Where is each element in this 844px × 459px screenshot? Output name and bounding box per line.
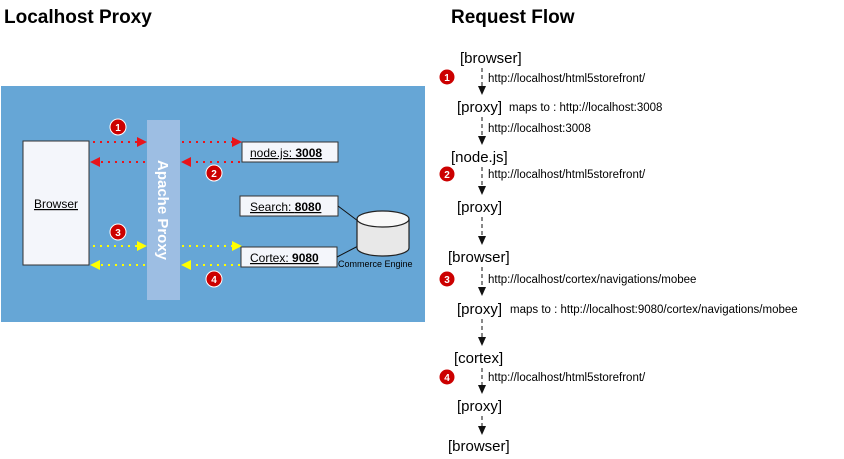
request-flow-title: Request Flow bbox=[451, 7, 575, 28]
flow-node-proxy-3: [proxy] bbox=[457, 301, 502, 318]
svg-text:3: 3 bbox=[444, 275, 450, 286]
flow-node-browser-1: [browser] bbox=[460, 50, 522, 67]
apache-proxy-label: Apache Proxy bbox=[154, 160, 171, 261]
step-badge-4: 4 bbox=[205, 270, 223, 288]
cortex-box: Cortex: 9080 bbox=[240, 246, 338, 268]
flow-node-browser-3: [browser] bbox=[448, 438, 510, 455]
flow-node-cortex: [cortex] bbox=[454, 350, 503, 367]
search-box: Search: 8080 bbox=[239, 195, 339, 217]
svg-text:3: 3 bbox=[115, 228, 121, 239]
step-badge-3: 3 bbox=[109, 223, 127, 241]
svg-text:1: 1 bbox=[115, 123, 121, 134]
flow-map-nodejs: maps to : http://localhost:3008 bbox=[509, 102, 662, 114]
flow-url-1: http://localhost/html5storefront/ bbox=[488, 73, 646, 85]
apache-proxy-bar: Apache Proxy bbox=[147, 120, 180, 300]
cortex-box-label: Cortex: 9080 bbox=[250, 251, 319, 265]
step-badge-2: 2 bbox=[205, 164, 223, 182]
flow-node-proxy-2: [proxy] bbox=[457, 199, 502, 216]
flow-badge-3: 3 bbox=[438, 270, 456, 288]
svg-text:2: 2 bbox=[444, 170, 450, 181]
flow-url-3: http://localhost/cortex/navigations/mobe… bbox=[488, 274, 696, 286]
commerce-engine-label: Commerce Engine bbox=[338, 259, 413, 269]
flow-url-2: http://localhost/html5storefront/ bbox=[488, 169, 646, 181]
flow-url-nodejs: http://localhost:3008 bbox=[488, 123, 591, 135]
browser-box: Browser bbox=[22, 140, 90, 266]
flow-badge-2: 2 bbox=[438, 165, 456, 183]
search-box-label: Search: 8080 bbox=[250, 200, 322, 214]
localhost-proxy-title: Localhost Proxy bbox=[4, 7, 152, 28]
flow-arrows bbox=[478, 68, 486, 435]
step-badge-1: 1 bbox=[109, 118, 127, 136]
svg-text:1: 1 bbox=[444, 73, 450, 84]
flow-node-browser-2: [browser] bbox=[448, 249, 510, 266]
svg-text:2: 2 bbox=[211, 169, 217, 180]
flow-badge-4: 4 bbox=[438, 368, 456, 386]
svg-text:4: 4 bbox=[211, 275, 217, 286]
database-icon bbox=[356, 210, 410, 257]
browser-box-label: Browser bbox=[34, 197, 78, 211]
nodejs-box: node.js: 3008 bbox=[241, 141, 339, 163]
nodejs-box-label: node.js: 3008 bbox=[250, 146, 322, 160]
svg-text:4: 4 bbox=[444, 373, 450, 384]
flow-url-4: http://localhost/html5storefront/ bbox=[488, 372, 646, 384]
flow-map-cortex: maps to : http://localhost:9080/cortex/n… bbox=[510, 304, 798, 316]
flow-node-proxy-1: [proxy] bbox=[457, 99, 502, 116]
flow-node-proxy-4: [proxy] bbox=[457, 398, 502, 415]
flow-node-nodejs: [node.js] bbox=[451, 149, 508, 166]
flow-badge-1: 1 bbox=[438, 68, 456, 86]
